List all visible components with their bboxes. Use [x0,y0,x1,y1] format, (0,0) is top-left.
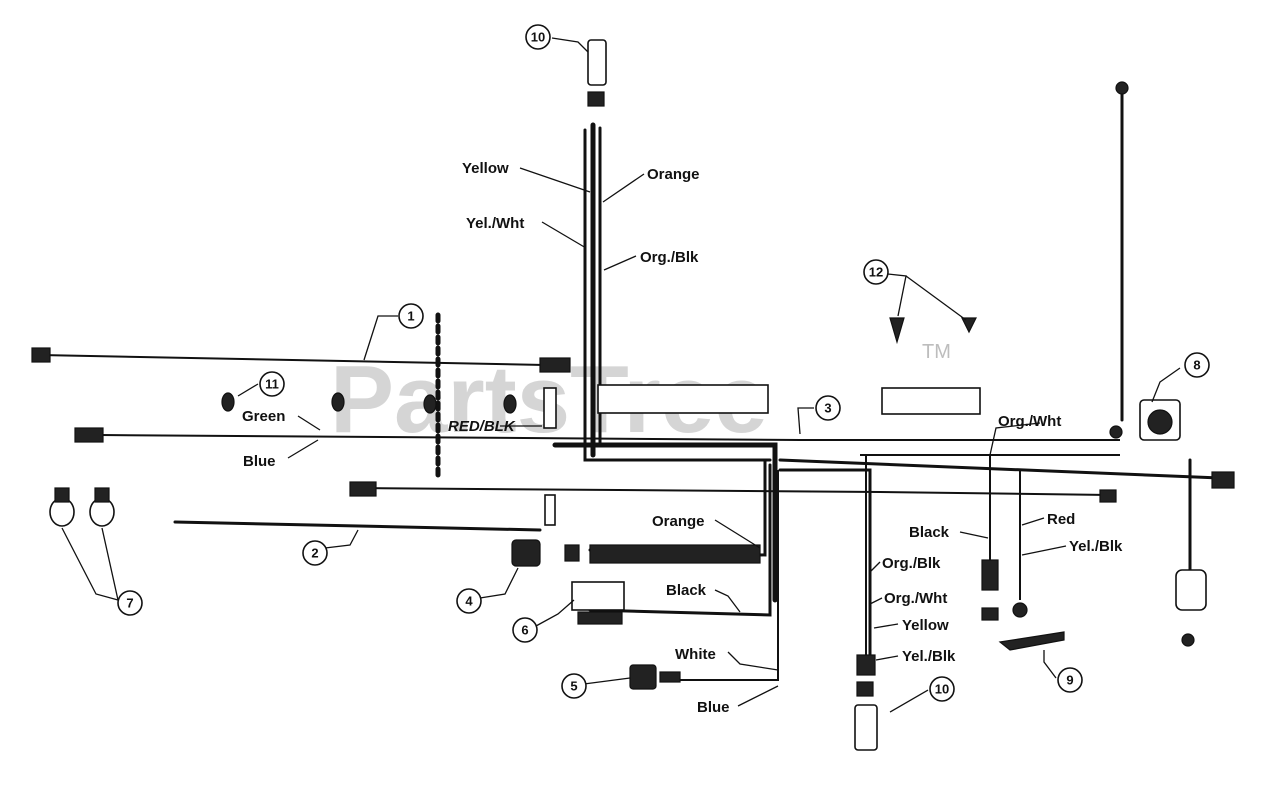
switch-4-plug [564,544,580,562]
callout-4: 4 [456,588,482,614]
callouts: 10 1 11 12 3 8 2 7 [117,24,1210,702]
label-yel-blk-lower: Yel./Blk [902,648,956,665]
callout-9: 9 [1057,667,1083,693]
svg-text:2: 2 [311,546,318,561]
svg-text:5: 5 [570,679,577,694]
sensor-right-tip [1181,633,1195,647]
plug-left-top [31,347,51,363]
pigtail-lower [544,494,556,526]
svg-text:1: 1 [407,309,414,324]
connector-top [587,39,607,86]
callout-6: 6 [512,617,538,643]
plug-left-low [349,481,377,497]
harness-sleeve [589,544,761,564]
label-yel-wht-top: Yel./Wht [466,215,524,232]
label-org-wht-lower: Org./Wht [884,590,947,607]
fastener-a [889,317,905,345]
svg-text:12: 12 [869,265,883,280]
solenoid-8-core [1147,409,1173,435]
label-black-right: Black [909,524,950,541]
module-6-base [577,611,623,625]
connector-bottom [854,704,878,751]
callout-2: 2 [302,540,328,566]
callout-10-bottom: 10 [929,676,955,702]
label-org-blk-lower: Org./Blk [882,555,941,572]
label-yel-blk-right: Yel./Blk [1069,538,1123,555]
clip-d [503,394,517,414]
callout-3: 3 [815,395,841,421]
label-red: Red [1047,511,1075,528]
svg-text:11: 11 [265,377,279,392]
switch-5-plug [659,671,681,683]
svg-text:6: 6 [521,623,528,638]
parts [31,39,1235,751]
callout-12: 12 [863,259,889,285]
module-6 [571,581,625,611]
label-green: Green [242,408,285,425]
label-blue-left: Blue [243,453,276,470]
label-orange-top: Orange [647,166,700,183]
connector-red [1012,602,1028,618]
callout-10-top: 10 [525,24,551,50]
svg-text:10: 10 [531,30,545,45]
connector-bottom-mid [856,681,874,697]
pigtail-red-blk [543,387,557,429]
svg-text:9: 9 [1066,673,1073,688]
svg-text:4: 4 [465,594,473,609]
svg-text:7: 7 [126,596,133,611]
callout-11: 11 [259,371,285,397]
svg-text:10: 10 [935,682,949,697]
clip-b [331,392,345,412]
bulb-right-base [94,487,110,503]
connector-right [1211,471,1235,489]
label-blue-bottom: Blue [697,699,730,716]
plug-center [539,357,571,373]
label-red-blk: RED/BLK [448,418,516,435]
fastener-b [961,317,977,334]
plug-left-mid [74,427,104,443]
antenna-base [1109,425,1123,439]
svg-text:3: 3 [824,401,831,416]
bracket-9 [998,631,1065,651]
bulb-left-base [54,487,70,503]
label-orange-mid: Orange [652,513,705,530]
svg-text:8: 8 [1193,358,1200,373]
switch-4 [511,539,541,567]
connector-black-low [981,607,999,621]
label-white: White [675,646,716,663]
wire-labels: Yellow Orange Yel./Wht Org./Blk Green Bl… [242,160,1123,716]
clip-a [221,392,235,412]
label-yellow-top: Yellow [462,160,509,177]
sensor-right [1175,569,1207,611]
leader-lines [61,37,1181,713]
label-yellow-lower: Yellow [902,617,949,634]
connector-bottom-top [856,654,876,676]
switch-5 [629,664,657,690]
label-black-mid: Black [666,582,707,599]
connector-right-low [1099,489,1117,503]
label-org-blk-top: Org./Blk [640,249,699,266]
label-org-wht-right: Org./Wht [998,413,1061,430]
callout-1: 1 [398,303,424,329]
callout-5: 5 [561,673,587,699]
connector-top-plug [587,91,605,107]
plate-left [597,384,769,414]
plate-right [881,387,981,415]
antenna-tip [1115,81,1129,95]
clip-c [423,394,437,414]
callout-7: 7 [117,590,143,616]
connector-black [981,559,999,591]
callout-8: 8 [1184,352,1210,378]
watermark-trademark: TM [922,341,951,363]
